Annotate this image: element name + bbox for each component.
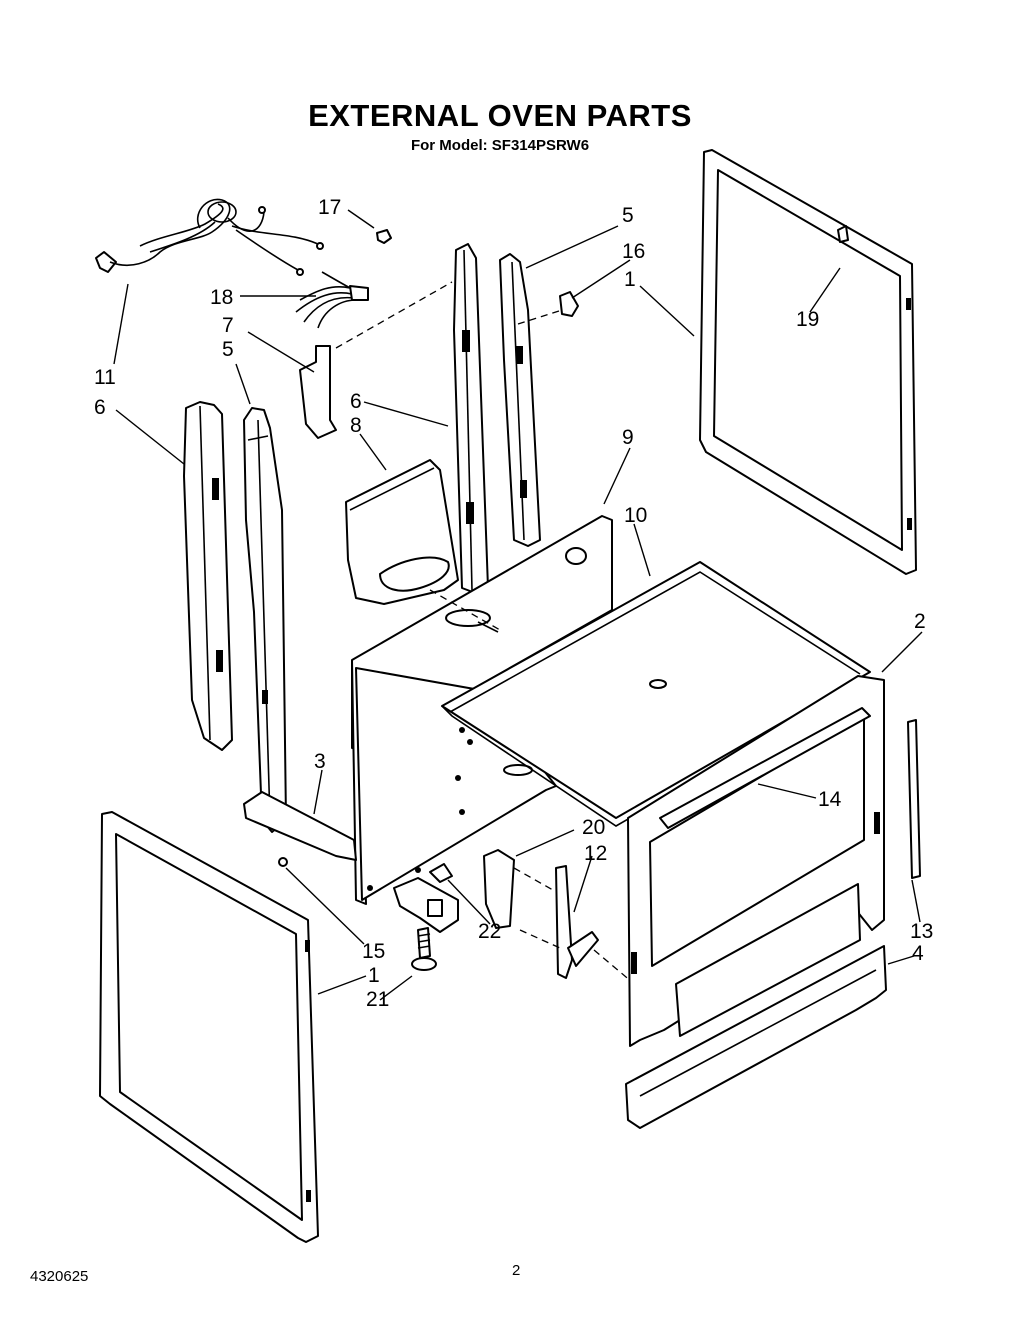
callout-3: 3 xyxy=(314,750,326,773)
callout-1-left: 1 xyxy=(368,964,380,987)
callout-leaders xyxy=(113,209,923,1001)
leveling-leg-part-21 xyxy=(411,927,437,971)
page-number: 2 xyxy=(512,1262,521,1279)
center-side-frame-6 xyxy=(453,243,489,595)
power-cord-part xyxy=(95,198,324,276)
part-7-bracket xyxy=(299,345,337,439)
page-title: EXTERNAL OVEN PARTS xyxy=(308,98,692,133)
leveling-bracket-part-22 xyxy=(393,863,459,933)
right-side-panel-1 xyxy=(699,149,917,575)
model-subtitle: For Model: SF314PSRW6 xyxy=(410,137,590,154)
callout-18: 18 xyxy=(210,286,233,309)
front-frame-part-2 xyxy=(627,675,885,1047)
callout-10: 10 xyxy=(624,504,647,527)
callout-13: 13 xyxy=(910,920,933,943)
callout-8: 8 xyxy=(350,414,362,437)
top-panel-part-10 xyxy=(441,561,871,827)
hinge-part-12 xyxy=(555,865,599,979)
left-rail-5 xyxy=(243,407,287,833)
callout-11: 11 xyxy=(94,366,116,389)
callout-20: 20 xyxy=(582,816,605,839)
part-16-clip xyxy=(559,291,579,317)
center-rail-5 xyxy=(499,253,541,547)
callout-7: 7 xyxy=(222,314,234,337)
callout-6-center: 6 xyxy=(350,390,362,413)
callout-14: 14 xyxy=(818,788,842,811)
callout-19: 19 xyxy=(796,308,819,331)
callout-12: 12 xyxy=(584,842,607,865)
bracket-part-20 xyxy=(483,849,515,929)
callout-labels: 17 18 7 5 11 6 5 16 1 19 6 8 9 10 2 3 14… xyxy=(94,196,933,1011)
callout-6-left: 6 xyxy=(94,396,106,419)
callout-2: 2 xyxy=(914,610,926,633)
callout-21: 21 xyxy=(366,988,389,1011)
left-side-frame-6 xyxy=(183,401,233,751)
callout-16: 16 xyxy=(622,240,645,263)
document-number: 4320625 xyxy=(30,1268,89,1285)
callout-22: 22 xyxy=(478,920,501,943)
callout-9: 9 xyxy=(622,426,634,449)
screw-part-15 xyxy=(278,857,288,867)
vent-duct-part-8 xyxy=(345,459,459,605)
callout-1-right: 1 xyxy=(624,268,636,291)
trim-strip-part-13 xyxy=(907,719,921,879)
wire-harness-part xyxy=(295,271,369,329)
bottom-rail-part-3 xyxy=(243,791,357,861)
callout-15: 15 xyxy=(362,940,385,963)
left-side-panel-1 xyxy=(99,811,319,1243)
callout-17: 17 xyxy=(318,196,341,219)
callout-5-center: 5 xyxy=(622,204,634,227)
kick-plate-part-4 xyxy=(625,945,887,1129)
part-17-clip xyxy=(376,229,392,244)
callout-5-left: 5 xyxy=(222,338,234,361)
callout-4: 4 xyxy=(912,942,924,965)
